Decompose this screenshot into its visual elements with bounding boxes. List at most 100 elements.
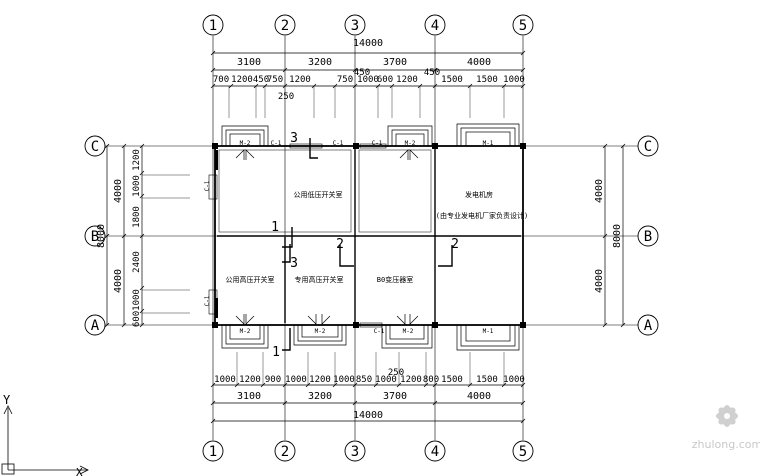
bottom-bay-3: 3700 bbox=[383, 391, 407, 402]
top-detail: 1000 bbox=[357, 75, 379, 85]
left-detail: 1000 bbox=[132, 175, 142, 197]
room-label-public-switch: 公用高压开关室 bbox=[226, 275, 275, 284]
room-label-private-switch: 专用高压开关室 bbox=[295, 275, 344, 284]
tag-m2: M-2 bbox=[315, 328, 326, 335]
section-1-mid: 1 bbox=[271, 220, 279, 235]
bottom-detail: 1500 bbox=[476, 375, 498, 385]
structural-columns bbox=[212, 143, 526, 328]
left-extension-lines bbox=[142, 174, 190, 314]
bottom-detail: 1200 bbox=[239, 375, 261, 385]
bottom-detail: 1200 bbox=[309, 375, 331, 385]
axis-c-right: C bbox=[644, 139, 652, 155]
bottom-detail: 1000 bbox=[333, 375, 355, 385]
left-bay-1: 4000 bbox=[113, 179, 124, 203]
axis-1-top: 1 bbox=[209, 18, 217, 34]
axis-c-left: C bbox=[91, 139, 99, 155]
top-bay-4: 4000 bbox=[467, 57, 491, 68]
axis-3-top: 3 bbox=[351, 18, 359, 34]
room-label-generator: 发电机房 bbox=[465, 190, 493, 199]
top-bay-3: 3700 bbox=[383, 57, 407, 68]
top-detail: 1500 bbox=[441, 75, 463, 85]
top-detail: 1200 bbox=[231, 75, 253, 85]
axis-b-right: B bbox=[644, 229, 652, 245]
top-detail: 700 bbox=[213, 75, 229, 85]
tag-c1-side: C-1 bbox=[204, 180, 211, 191]
axis-1-bottom: 1 bbox=[209, 444, 217, 460]
tag-c1: C-1 bbox=[372, 140, 383, 147]
axis-b-left: B bbox=[91, 229, 99, 245]
top-detail: 450 bbox=[354, 68, 370, 78]
top-detail: 750 bbox=[337, 75, 353, 85]
left-bay-2: 4000 bbox=[113, 269, 124, 293]
axis-5-top: 5 bbox=[519, 18, 527, 34]
ucs-y-label: Y bbox=[3, 393, 11, 407]
bottom-detail: 1500 bbox=[441, 375, 463, 385]
top-detail: 450 bbox=[253, 75, 269, 85]
windows bbox=[208, 143, 387, 328]
tag-c1: C-1 bbox=[271, 140, 282, 147]
dimension-ticks-left bbox=[104, 143, 145, 328]
section-1-bottom: 1 bbox=[272, 345, 280, 360]
tag-m2: M-2 bbox=[240, 328, 251, 335]
bottom-extra: 250 bbox=[388, 368, 404, 378]
watermark-logo bbox=[716, 405, 738, 427]
tag-c1: C-1 bbox=[333, 140, 344, 147]
top-detail: 600 bbox=[377, 75, 393, 85]
top-bay-2: 3200 bbox=[308, 57, 332, 68]
top-bay-1: 3100 bbox=[237, 57, 261, 68]
left-detail: 600 bbox=[132, 311, 142, 327]
axis-5-bottom: 5 bbox=[519, 444, 527, 460]
tag-m2: M-2 bbox=[405, 140, 416, 147]
section-2-mid: 2 bbox=[336, 237, 344, 252]
top-detail: 1000 bbox=[503, 75, 525, 85]
extension-lines bbox=[228, 86, 505, 385]
top-extra: 250 bbox=[278, 92, 294, 102]
right-bay-2: 4000 bbox=[594, 269, 605, 293]
bottom-bay-4: 4000 bbox=[467, 391, 491, 402]
bottom-detail: 800 bbox=[423, 375, 439, 385]
ucs-x-label: X bbox=[76, 466, 83, 476]
building-walls bbox=[214, 145, 524, 326]
top-detail: 750 bbox=[267, 75, 283, 85]
top-detail: 1500 bbox=[476, 75, 498, 85]
bottom-detail: 1000 bbox=[503, 375, 525, 385]
tag-c1: C-1 bbox=[374, 328, 385, 335]
door-window-tags: M-2 M-2 M-1 C-1 C-1 C-1 M-2 M-2 M-2 M-1 … bbox=[204, 140, 494, 335]
bottom-detail: 1000 bbox=[375, 375, 397, 385]
top-dimension-text: 14000 3100 3200 3700 4000 700 1200 450 7… bbox=[213, 38, 525, 102]
left-total: 8000 bbox=[96, 224, 107, 248]
bottom-detail: 850 bbox=[356, 375, 372, 385]
room-label-top-public: 公用低压开关室 bbox=[294, 190, 343, 199]
axis-a-left: A bbox=[91, 318, 100, 334]
room-label-transformer: B0变压器室 bbox=[377, 275, 413, 284]
door-swings bbox=[235, 149, 419, 325]
axis-4-top: 4 bbox=[431, 18, 439, 34]
bottom-dimension-text: 1000 1200 900 1000 1200 1000 850 1000 12… bbox=[214, 368, 525, 421]
top-total: 14000 bbox=[353, 38, 383, 49]
top-detail: 1200 bbox=[289, 75, 311, 85]
axis-2-bottom: 2 bbox=[281, 444, 289, 460]
bottom-detail: 900 bbox=[265, 375, 281, 385]
left-dimension-text: 8000 4000 4000 1200 1000 1800 2400 1000 … bbox=[96, 149, 142, 327]
axis-a-right: A bbox=[644, 318, 653, 334]
dimension-ticks-right bbox=[602, 143, 626, 328]
watermark-text: zhulong.com bbox=[692, 438, 760, 451]
axis-3-bottom: 3 bbox=[351, 444, 359, 460]
axis-bubbles bbox=[84, 14, 659, 462]
bottom-bay-1: 3100 bbox=[237, 391, 261, 402]
bottom-detail: 1000 bbox=[285, 375, 307, 385]
grid-lines bbox=[105, 36, 640, 440]
tag-m1: M-1 bbox=[483, 328, 494, 335]
left-detail: 2400 bbox=[132, 251, 142, 273]
axis-labels: 1 2 3 4 5 1 2 3 4 5 C B A C B A bbox=[91, 18, 653, 460]
section-3-mid: 3 bbox=[290, 256, 298, 271]
dimension-lines bbox=[106, 52, 624, 422]
tag-m1: M-1 bbox=[483, 140, 494, 147]
bottom-detail: 1200 bbox=[400, 375, 422, 385]
ucs-icon bbox=[1, 405, 89, 475]
left-detail: 1800 bbox=[132, 206, 142, 228]
right-dimension-text: 8000 4000 4000 bbox=[594, 179, 623, 293]
left-detail: 1200 bbox=[132, 149, 142, 171]
section-numbers: 3 1 2 2 3 1 bbox=[271, 131, 459, 360]
tag-m2: M-2 bbox=[240, 140, 251, 147]
